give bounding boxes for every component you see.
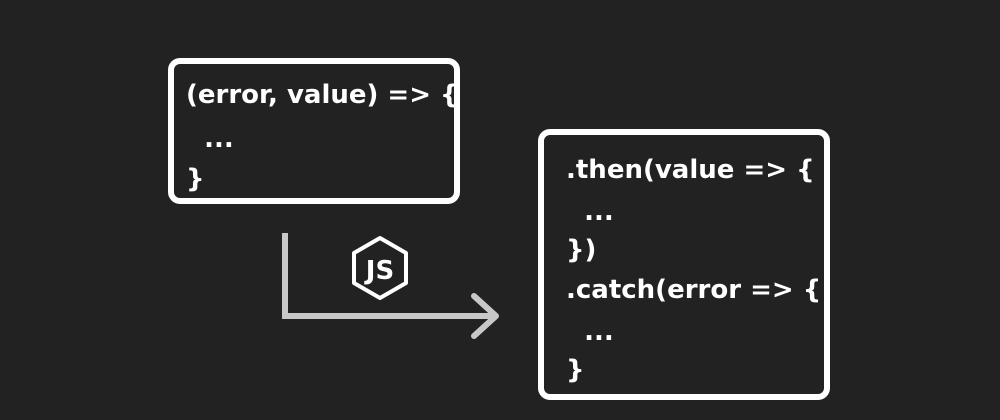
code-line: ...	[186, 124, 234, 154]
arrow-line	[282, 233, 494, 319]
code-line: })	[566, 235, 597, 265]
code-line: .then(value => {	[566, 155, 815, 185]
code-line: ...	[566, 317, 614, 347]
code-line: .catch(error => {	[566, 275, 822, 305]
callback-code-box: (error, value) => { ... }	[168, 58, 460, 204]
code-line: }	[186, 164, 205, 194]
arrow-head	[471, 293, 499, 339]
hexagon-outline	[352, 236, 408, 300]
logo-text: JS	[364, 256, 394, 286]
code-line: (error, value) => {	[186, 80, 459, 110]
promise-code-box: .then(value => { ... }) .catch(error => …	[538, 129, 830, 400]
code-line: ...	[566, 197, 614, 227]
code-line: }	[566, 355, 585, 385]
